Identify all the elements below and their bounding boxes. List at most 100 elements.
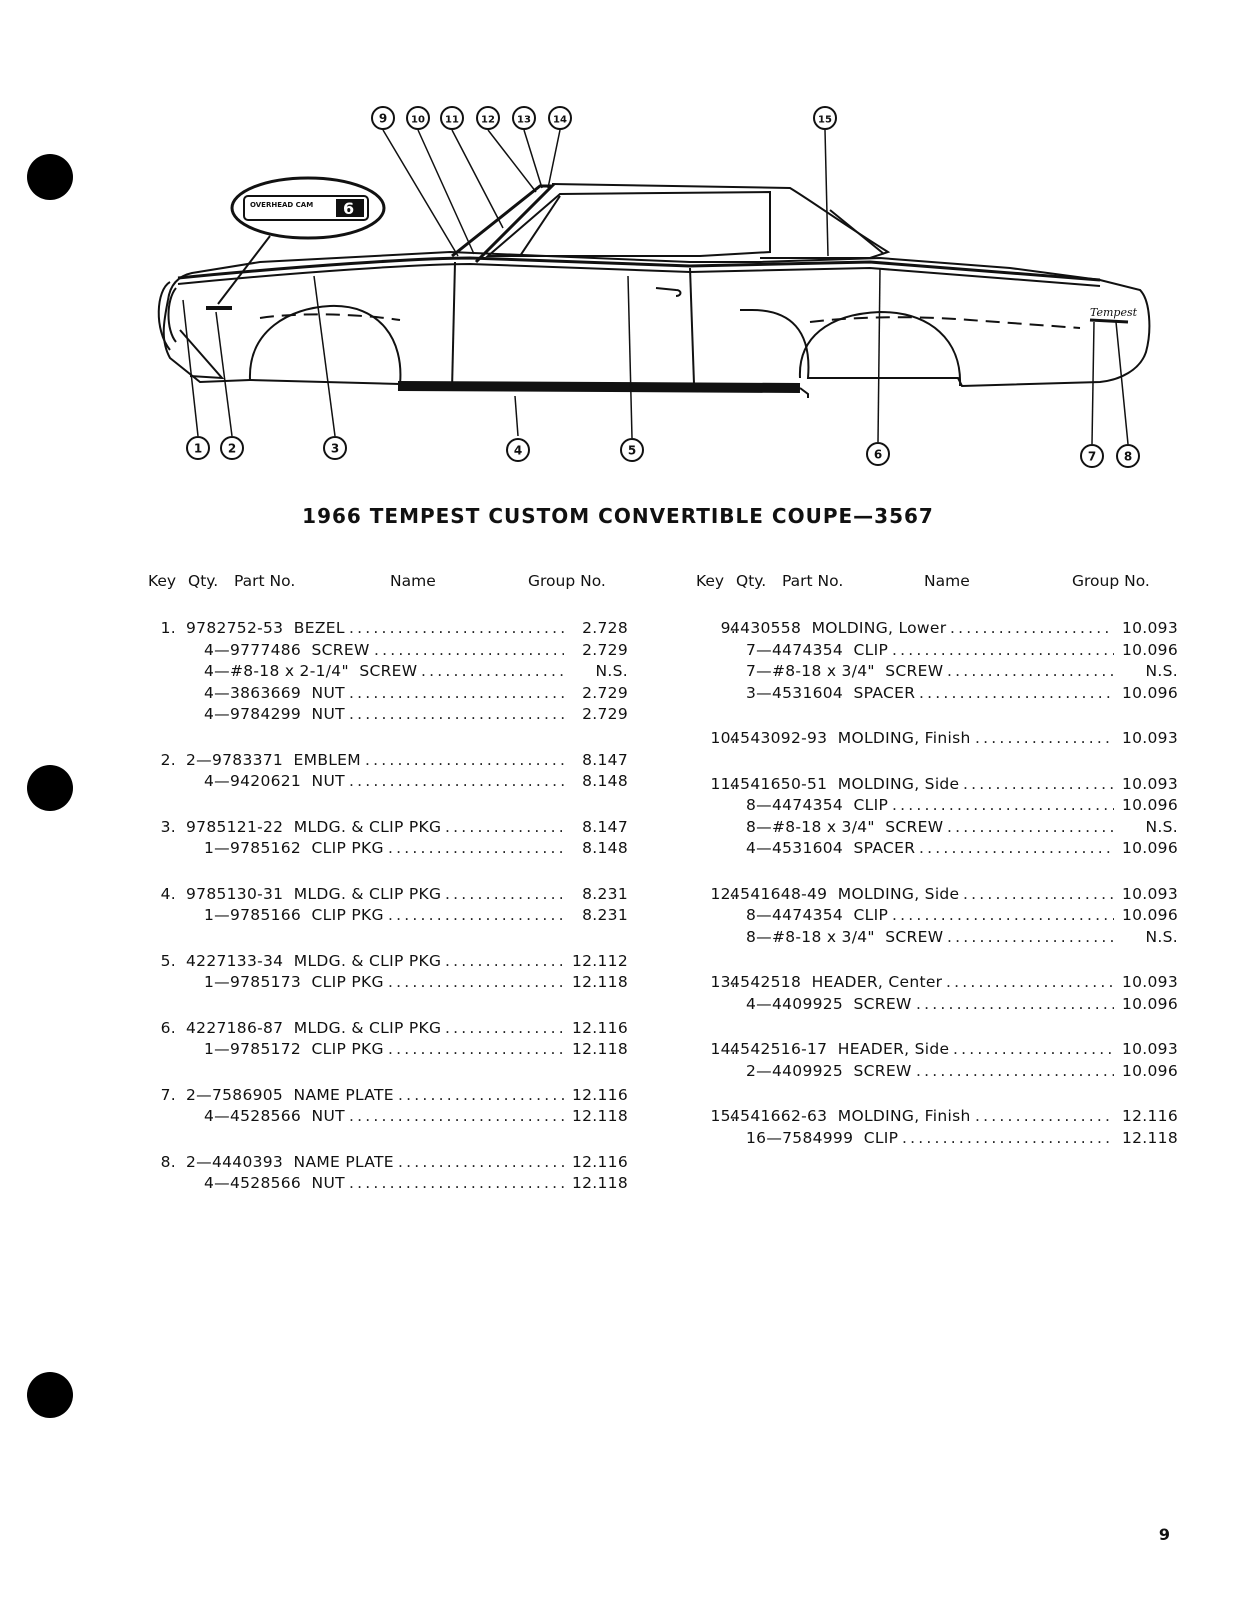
group-number: N.S. — [1145, 662, 1178, 680]
dot-leader: ........................................… — [975, 1107, 1114, 1125]
item-key: 8. — [160, 1152, 176, 1171]
callout-13: 13 — [512, 106, 536, 130]
part-description: 7—4474354 CLIP — [746, 640, 889, 659]
part-description: 8—#8-18 x 3/4" SCREW — [746, 927, 944, 946]
item-key: 7. — [160, 1085, 176, 1104]
parts-line: 9.4430558 MOLDING, Lower................… — [708, 618, 1178, 640]
callout-label: 1 — [194, 442, 202, 456]
callout-label: 6 — [874, 448, 882, 462]
item-key: 12. — [710, 884, 736, 903]
column-headers-left: Key Qty. Part No. Name Group No. — [148, 572, 628, 594]
parts-line: 12.4541648-49 MOLDING, Side.............… — [708, 884, 1178, 906]
part-description: 2—4440393 NAME PLATE — [186, 1152, 394, 1171]
group-number: 12.118 — [571, 1107, 628, 1125]
emblem-number: 6 — [343, 199, 354, 218]
dot-leader: ........................................… — [975, 729, 1114, 747]
parts-line: 7—#8-18 x 3/4" SCREW....................… — [708, 661, 1178, 683]
group-number: 12.118 — [1121, 1128, 1178, 1147]
part-description: 8—4474354 CLIP — [746, 796, 889, 814]
part-description: 4542516-17 HEADER, Side — [730, 1040, 950, 1058]
group-number: N.S. — [595, 662, 628, 680]
parts-line: 7—4474354 CLIP..........................… — [708, 640, 1178, 662]
group-number: 10.096 — [1121, 683, 1178, 702]
dot-leader: ........................................… — [445, 884, 564, 903]
header-name: Name — [390, 572, 436, 590]
dot-leader: ........................................… — [950, 619, 1114, 637]
item-key: 2. — [160, 750, 176, 769]
parts-item: 1. 9782752-53 BEZEL......................… — [148, 618, 628, 726]
emblem-inset: OVERHEAD CAM 6 — [217, 176, 386, 305]
parts-line: 1—9785172 CLIP PKG......................… — [148, 1039, 628, 1061]
dot-leader: ........................................… — [349, 1174, 564, 1192]
parts-line: 7.2—7586905 NAME PLATE..................… — [148, 1085, 628, 1107]
part-description: 16—7584999 CLIP — [746, 1128, 899, 1147]
group-number: 8.231 — [582, 906, 628, 924]
callout-14: 14 — [548, 106, 572, 130]
dot-leader: ........................................… — [388, 1040, 564, 1058]
punch-hole-bottom — [27, 1372, 73, 1418]
group-number: 2.728 — [582, 619, 628, 637]
group-number: 10.093 — [1121, 884, 1178, 903]
group-number: 12.116 — [1121, 1107, 1178, 1125]
parts-line: 8—#8-18 x 3/4" SCREW....................… — [708, 817, 1178, 839]
header-name: Name — [924, 572, 970, 590]
callout-6: 6 — [866, 442, 890, 466]
part-description: 1—9785172 CLIP PKG — [204, 1040, 384, 1058]
dot-leader: ........................................… — [892, 796, 1114, 814]
item-key: 9. — [720, 619, 736, 637]
group-number: 12.116 — [571, 1018, 628, 1037]
group-number: 2.729 — [582, 640, 628, 659]
column-headers-right: Key Qty. Part No. Name Group No. — [696, 572, 1178, 594]
parts-line: 4—4528566 NUT...........................… — [148, 1106, 628, 1128]
parts-item: 3.9785121-22 MLDG. & CLIP PKG...........… — [148, 817, 628, 860]
callout-2: 2 — [220, 436, 244, 460]
dot-leader: ........................................… — [947, 927, 1114, 946]
parts-line: 3.9785121-22 MLDG. & CLIP PKG...........… — [148, 817, 628, 839]
group-number: 10.093 — [1121, 619, 1178, 637]
script-badge: Tempest — [1090, 306, 1138, 319]
part-description: 9785130-31 MLDG. & CLIP PKG — [186, 884, 442, 903]
parts-item: 4.9785130-31 MLDG. & CLIP PKG...........… — [148, 884, 628, 927]
item-key: 5. — [160, 951, 176, 970]
item-key: 1. — [160, 619, 176, 637]
dot-leader: ........................................… — [349, 619, 564, 637]
header-part: Part No. — [234, 572, 296, 590]
callout-4: 4 — [506, 438, 530, 462]
callout-label: 13 — [517, 115, 531, 126]
punch-hole-middle — [27, 765, 73, 811]
page-title: 1966 TEMPEST CUSTOM CONVERTIBLE COUPE—35… — [302, 504, 934, 528]
item-key: 13. — [710, 973, 736, 991]
dot-leader: ........................................… — [398, 1085, 564, 1104]
part-description: 4541662-63 MOLDING, Finish — [730, 1107, 971, 1125]
parts-item: 8. 2—4440393 NAME PLATE..................… — [148, 1152, 628, 1195]
dot-leader: ........................................… — [349, 683, 564, 702]
parts-line: 4.9785130-31 MLDG. & CLIP PKG...........… — [148, 884, 628, 906]
callout-7: 7 — [1080, 444, 1104, 468]
part-description: 2—4409925 SCREW — [746, 1061, 912, 1080]
parts-item: 15.4541662-63 MOLDING, Finish...........… — [708, 1106, 1178, 1149]
dot-leader: ........................................… — [892, 640, 1114, 659]
parts-list-left: Key Qty. Part No. Name Group No. 1. 97827… — [148, 572, 628, 1195]
parts-line: 4—3863669 NUT...........................… — [148, 683, 628, 705]
dot-leader: ........................................… — [388, 973, 564, 991]
callout-label: 4 — [514, 444, 522, 458]
parts-line: 4—9784299 NUT...........................… — [148, 704, 628, 726]
dot-leader: ........................................… — [947, 662, 1114, 680]
part-description: 1—9785173 CLIP PKG — [204, 973, 384, 991]
part-description: 4—4531604 SPACER — [746, 839, 916, 857]
part-description: 4—4528566 NUT — [204, 1174, 345, 1192]
parts-line: 8.2—4440393 NAME PLATE..................… — [148, 1152, 628, 1174]
callout-9: 9 — [371, 106, 395, 130]
group-number: 10.096 — [1121, 1061, 1178, 1080]
header-key: Key — [696, 572, 725, 590]
callout-label: 10 — [411, 115, 425, 126]
group-number: 10.096 — [1121, 839, 1178, 857]
callout-label: 12 — [481, 115, 495, 126]
part-description: 9782752-53 BEZEL — [186, 619, 345, 637]
parts-item: 13.4542518 HEADER, Center...............… — [708, 972, 1178, 1015]
parts-item: 5.4227133-34 MLDG. & CLIP PKG...........… — [148, 951, 628, 994]
parts-line: 16—7584999 CLIP.........................… — [708, 1128, 1178, 1150]
parts-line: 14.4542516-17 HEADER, Side..............… — [708, 1039, 1178, 1061]
header-group: Group No. — [1072, 572, 1150, 590]
